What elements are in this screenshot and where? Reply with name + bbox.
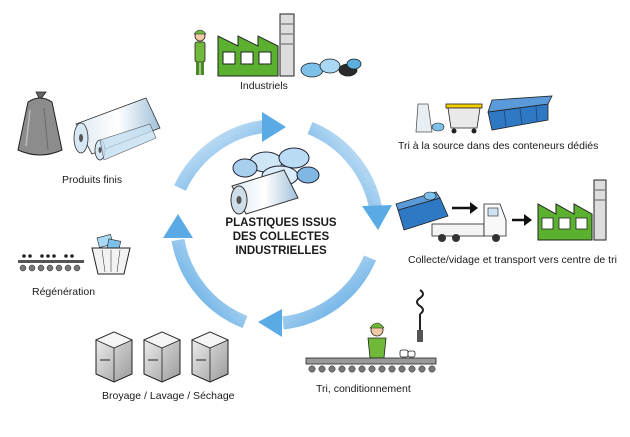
label-industriels: Industriels	[240, 80, 288, 92]
cycle-arrow-top-right	[174, 119, 269, 191]
hook-icon	[416, 289, 424, 342]
tilted-container-icon	[395, 191, 449, 231]
cycle-arrow-bottom-left	[282, 255, 376, 330]
machine-icon-1	[95, 331, 133, 383]
center-title-line2: DES COLLECTES INDUSTRIELLES	[232, 231, 330, 257]
arrow-right-icon	[452, 202, 478, 214]
tri-source-icon	[415, 95, 553, 134]
label-regeneration: Régénération	[32, 286, 96, 298]
label-collecte: Collecte/vidage et transport vers centre…	[408, 254, 617, 266]
center-title: PLASTIQUES ISSUS DES COLLECTES INDUSTRIE…	[196, 216, 366, 258]
center-plastics-icon	[230, 147, 320, 215]
label-tri-source: Tri à la source dans des conteneurs dédi…	[398, 140, 599, 152]
cycle-arrows	[163, 112, 392, 337]
factory-icon-2	[537, 179, 607, 241]
broyage-icon	[95, 331, 229, 383]
arrowhead-right	[362, 205, 392, 230]
cycle-arrow-left-up	[171, 238, 248, 329]
worker-icon	[193, 29, 207, 75]
produits-finis-icon	[17, 91, 161, 161]
label-produits-finis: Produits finis	[62, 174, 123, 186]
film-roll-icon	[73, 97, 161, 161]
tri-conditionnement-icon	[305, 289, 437, 373]
conveyor-icon	[305, 357, 437, 373]
arrowhead-left	[163, 214, 193, 238]
label-broyage: Broyage / Lavage / Séchage	[102, 390, 235, 402]
basket-icon	[91, 233, 131, 275]
container-icon	[487, 95, 553, 131]
machine-icon-3	[191, 331, 229, 383]
industriels-icon	[193, 13, 362, 78]
regeneration-icon	[18, 233, 131, 275]
label-tri-conditionnement: Tri, conditionnement	[316, 383, 411, 395]
arrow-right-icon-2	[512, 214, 532, 226]
factory-icon	[217, 13, 295, 77]
pellet-conveyor-icon	[18, 260, 84, 272]
center-title-line1: PLASTIQUES ISSUS	[225, 217, 337, 229]
arrowhead-bottom	[258, 309, 282, 337]
machine-icon-2	[143, 331, 181, 383]
bin-icon	[445, 103, 483, 134]
arrowhead-top	[262, 112, 286, 142]
bag-icon	[415, 103, 445, 133]
cycle-arrow-right-down	[307, 121, 383, 212]
collecte-icon	[395, 179, 607, 242]
plastic-bags-icon	[300, 58, 362, 78]
pellets-icon	[22, 254, 74, 258]
trash-bag-icon	[17, 91, 63, 156]
sorting-worker-icon	[367, 322, 387, 359]
truck-icon	[431, 203, 507, 242]
